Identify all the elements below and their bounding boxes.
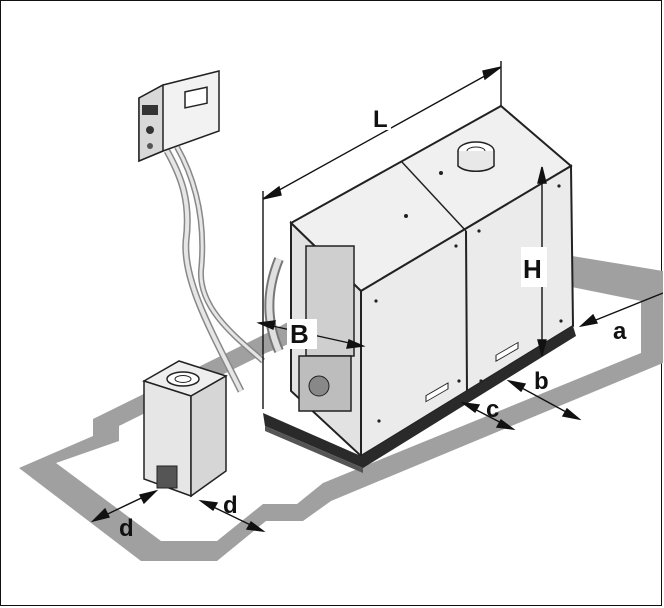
dimension-label-B: B xyxy=(290,319,309,349)
dimension-label-d-left: d xyxy=(119,515,134,542)
control-panel xyxy=(138,70,266,393)
label-bg-l xyxy=(371,106,391,130)
label-bg-h xyxy=(521,247,547,287)
dimension-label-a: a xyxy=(613,318,627,345)
dimension-label-b: b xyxy=(534,368,549,395)
dimension-label-d-right: d xyxy=(223,492,238,519)
fuel-hopper xyxy=(142,360,228,498)
dimension-label-c: c xyxy=(486,396,499,423)
label-bg-b xyxy=(287,319,317,349)
dimension-label-L: L xyxy=(373,106,388,133)
dimension-label-H: H xyxy=(523,254,542,284)
dimension-lines xyxy=(90,61,663,533)
boiler-body xyxy=(263,104,576,473)
